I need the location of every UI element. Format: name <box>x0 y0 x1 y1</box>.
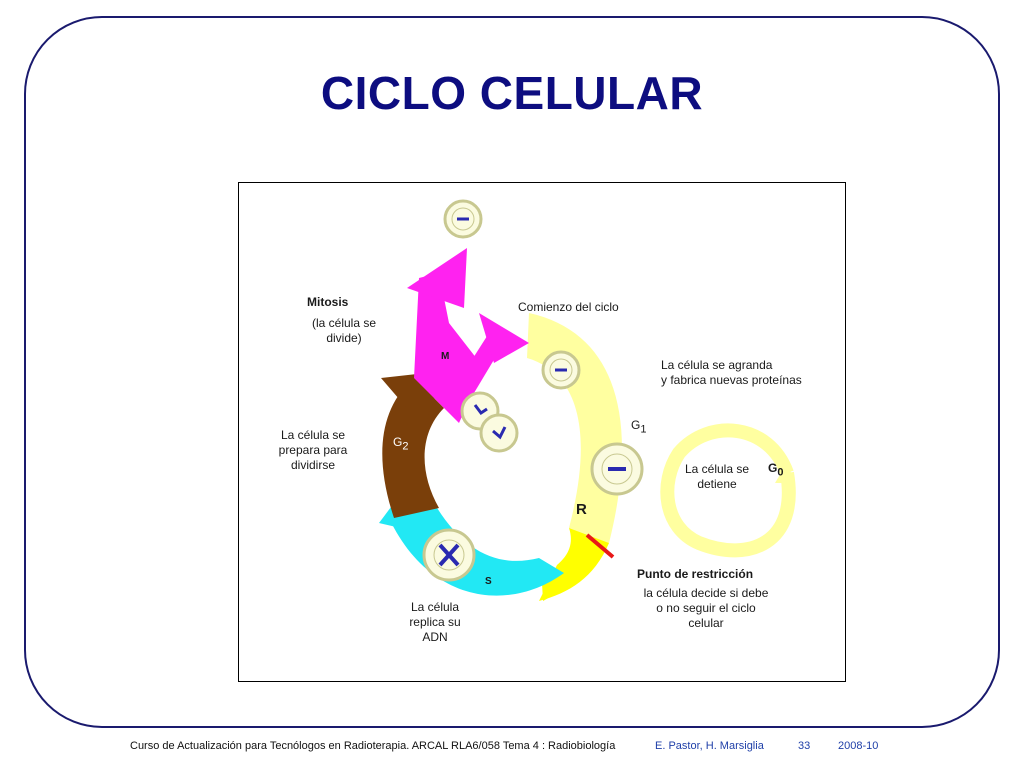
mitosis-title: Mitosis <box>307 295 349 309</box>
punto-desc: la célula decide si debe o no seguir el … <box>643 586 769 630</box>
g1-sub: 1 <box>640 423 647 436</box>
g1-label: G1 <box>631 418 646 437</box>
cell-g1-start <box>541 350 581 390</box>
g1-arc <box>527 313 623 543</box>
g0-arrowhead <box>775 463 795 483</box>
cell-top <box>443 199 483 239</box>
g1-letter: G <box>631 418 641 432</box>
footer-page-number: 33 <box>798 740 811 752</box>
s-desc: La célula replica su ADN <box>409 600 461 644</box>
comienzo-label: Comienzo del ciclo <box>518 300 619 314</box>
slide-title: CICLO CELULAR <box>320 67 704 119</box>
g2-desc: La célula se prepara para dividirse <box>278 428 348 472</box>
g0-label: G0 <box>768 461 783 480</box>
g0-desc: La célula se detiene <box>684 462 750 491</box>
g2-letter: G <box>393 435 403 449</box>
restriction-line <box>585 533 615 559</box>
cell-cycle-svg <box>379 199 796 601</box>
cell-s-phase <box>422 528 476 582</box>
g0-sub: 0 <box>777 466 784 479</box>
phase-s-label: S <box>485 576 492 587</box>
g0-letter: G <box>768 461 778 475</box>
footer-course: Curso de Actualización para Tecnólogos e… <box>130 740 616 752</box>
cell-g1-large <box>590 442 644 496</box>
cell-cycle-diagram: Mitosis (la célula se divide) M Comienzo… <box>238 182 846 682</box>
g0-loop-arrow <box>660 423 796 558</box>
punto-title: Punto de restricción <box>637 567 754 581</box>
footer-authors: E. Pastor, H. Marsiglia <box>655 740 764 752</box>
mitosis-up-arrowhead <box>407 248 467 308</box>
slide-frame <box>24 16 1000 728</box>
g2-label: G2 <box>393 435 408 454</box>
mitosis-desc: (la célula se divide) <box>311 316 377 345</box>
restriction-r-label: R <box>576 501 587 518</box>
g2-sub: 2 <box>402 440 409 453</box>
g1-desc: La célula se agranda y fabrica nuevas pr… <box>661 358 802 387</box>
mitosis-right-arrowhead <box>479 313 529 363</box>
cell-mitosis-2 <box>479 413 519 453</box>
phase-m-label: M <box>441 351 450 362</box>
footer-date: 2008-10 <box>838 740 879 752</box>
